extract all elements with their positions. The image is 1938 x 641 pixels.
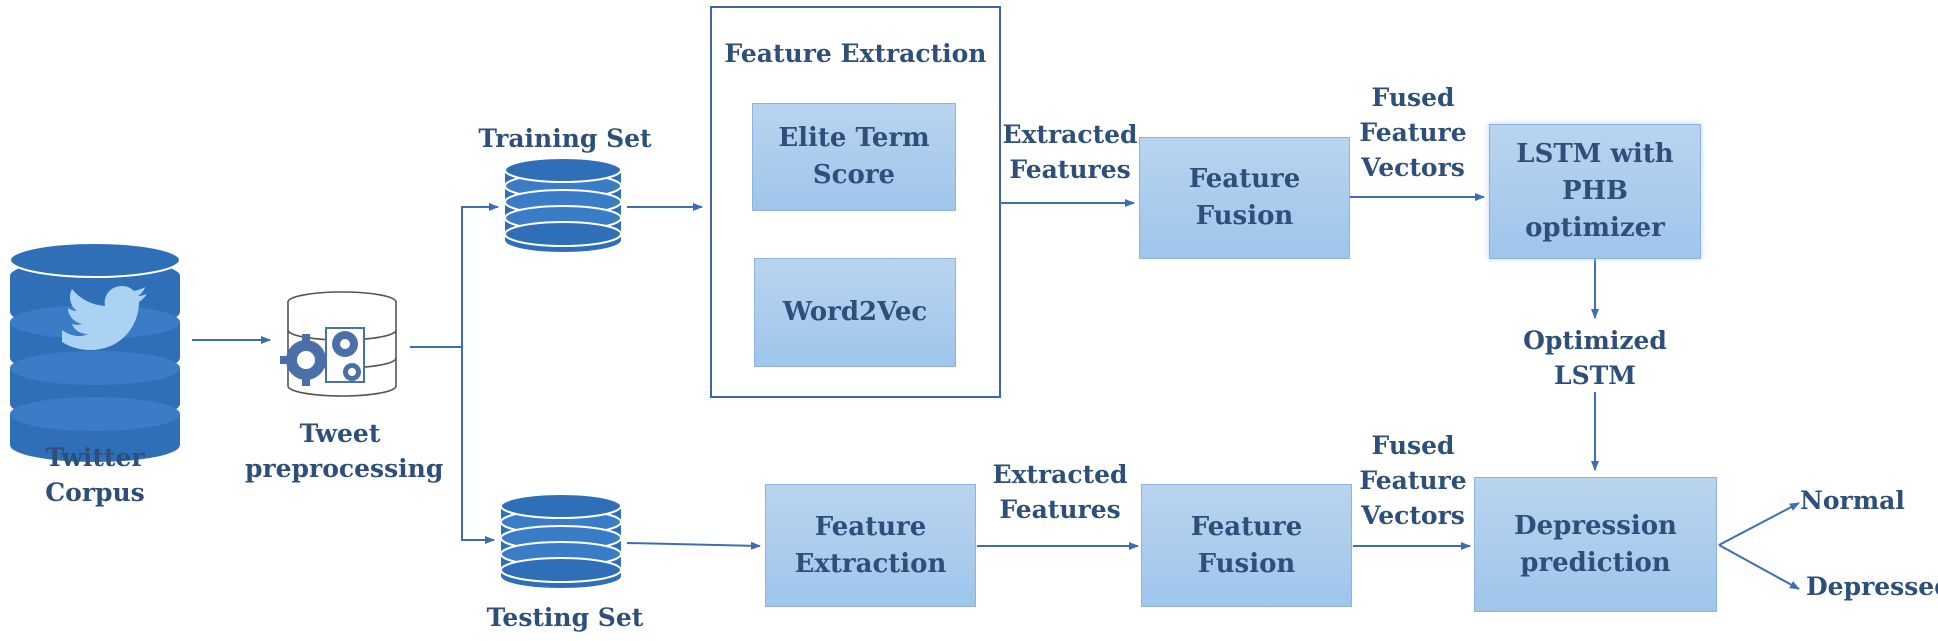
word2vec-box: Word2Vec — [754, 258, 956, 367]
training-set-label: Training Set — [478, 124, 652, 153]
depressed-output-label: Depressed — [1806, 572, 1938, 601]
testing-database-icon — [500, 493, 622, 588]
preprocessing-gears-icon — [280, 291, 397, 397]
fused-vectors-bottom-label: Fused Feature Vectors — [1359, 431, 1467, 530]
feature-extraction-title: Feature Extraction — [724, 39, 987, 68]
twitter-database-icon — [9, 242, 181, 462]
training-database-icon — [504, 157, 622, 252]
feature-extraction-bottom-box: Feature Extraction — [765, 484, 976, 607]
extracted-features-top-label: Extracted Features — [1002, 120, 1138, 184]
testing-set-label: Testing Set — [486, 603, 644, 632]
depression-prediction-box: Depression prediction — [1474, 477, 1717, 612]
feature-fusion-bottom-box: Feature Fusion — [1141, 484, 1352, 607]
arrows — [192, 193, 1800, 590]
extracted-features-bottom-label: Extracted Features — [992, 460, 1128, 524]
optimized-lstm-label: Optimized LSTM — [1523, 326, 1667, 390]
tweet-preprocessing-label: Tweet preprocessing — [245, 419, 444, 483]
lstm-phb-box: LSTM with PHB optimizer — [1489, 124, 1701, 259]
fused-vectors-top-label: Fused Feature Vectors — [1359, 83, 1467, 182]
elite-term-score-box: Elite Term Score — [752, 103, 956, 211]
twitter-bird-icon — [62, 286, 147, 350]
normal-output-label: Normal — [1800, 486, 1905, 515]
feature-fusion-top-box: Feature Fusion — [1139, 137, 1350, 259]
twitter-corpus-label: Twitter Corpus — [45, 443, 145, 507]
